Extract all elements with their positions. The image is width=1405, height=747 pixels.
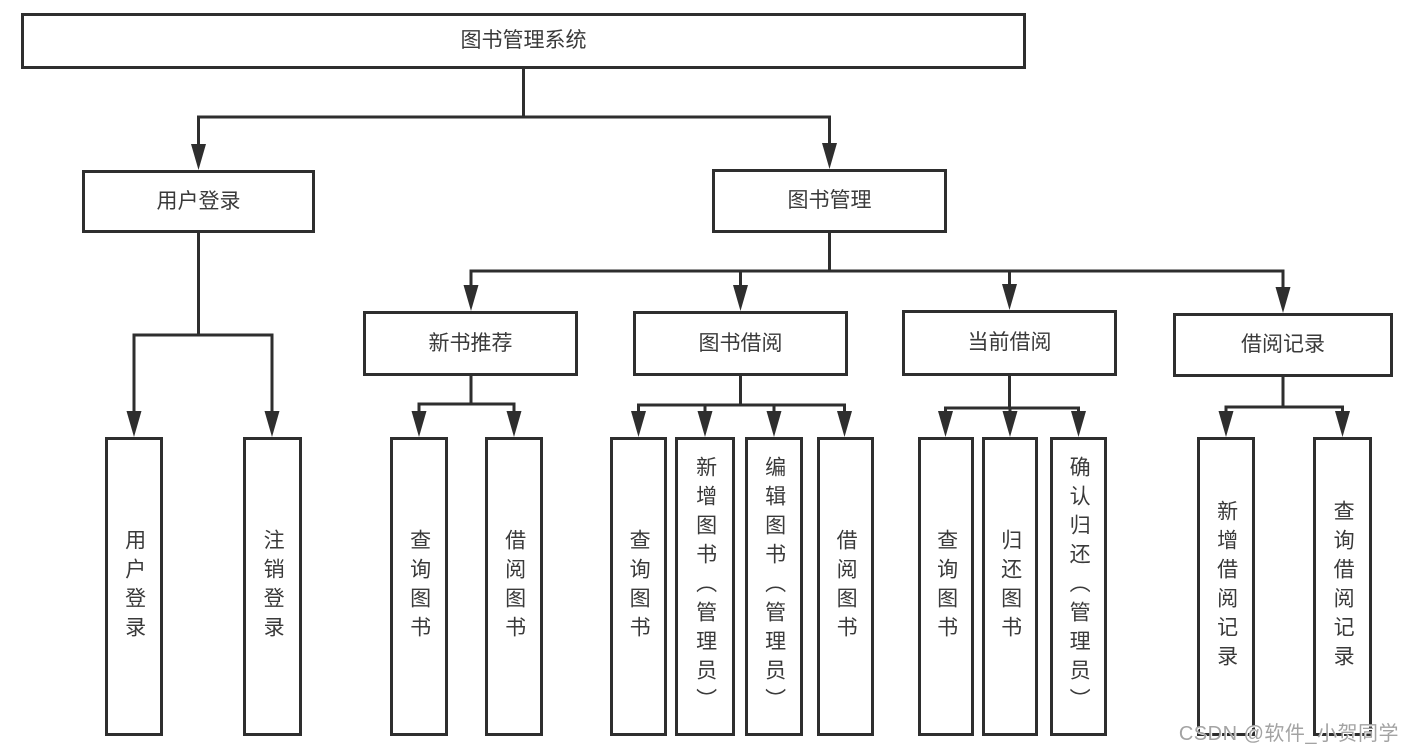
node-new-book-recommend: 新书推荐 — [363, 311, 578, 376]
leaf-record-query-borrow-record: 查询借阅记录 — [1313, 437, 1372, 736]
leaf-newrec-borrow-book: 借阅图书 — [485, 437, 543, 736]
connector-root — [191, 67, 837, 170]
connector-borrow-record — [1218, 375, 1350, 437]
leaf-logout: 注销登录 — [243, 437, 302, 736]
connector-current-borrow — [938, 374, 1086, 437]
node-user-login: 用户登录 — [82, 170, 315, 233]
leaf-current-query-book: 查询图书 — [918, 437, 974, 736]
node-book-management: 图书管理 — [712, 169, 947, 233]
node-borrow-record: 借阅记录 — [1173, 313, 1393, 377]
connector-book-management — [463, 231, 1291, 313]
leaf-current-confirm-return-admin: 确认归还（管理员） — [1050, 437, 1107, 736]
leaf-newrec-query-book: 查询图书 — [390, 437, 448, 736]
node-current-borrow: 当前借阅 — [902, 310, 1117, 376]
leaf-borrow-add-book-admin: 新增图书（管理员） — [675, 437, 735, 736]
leaf-user-login: 用户登录 — [105, 437, 163, 736]
leaf-borrow-query-book: 查询图书 — [610, 437, 667, 736]
leaf-current-return-book: 归还图书 — [982, 437, 1038, 736]
leaf-borrow-borrow-book: 借阅图书 — [817, 437, 874, 736]
leaf-record-add-borrow-record: 新增借阅记录 — [1197, 437, 1255, 736]
connector-user-login — [126, 231, 280, 437]
node-book-borrow: 图书借阅 — [633, 311, 848, 376]
connector-book-borrow — [631, 374, 852, 437]
csdn-watermark: CSDN @软件_小贺同学 — [1178, 723, 1399, 745]
leaf-borrow-edit-book-admin: 编辑图书（管理员） — [745, 437, 803, 736]
node-root: 图书管理系统 — [21, 13, 1026, 69]
connector-new-book-recommend — [411, 374, 522, 437]
